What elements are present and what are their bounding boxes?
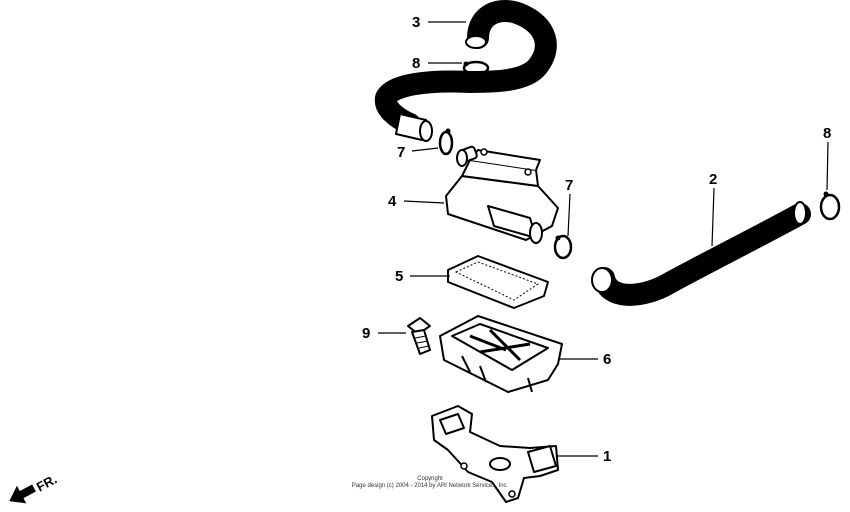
housing-part-4: [445, 145, 559, 244]
clamp-part-8a: [462, 60, 490, 76]
clamp-part-7b: [553, 234, 573, 260]
callout-part-9: 9: [362, 325, 370, 342]
bracket-part-1: [431, 405, 559, 503]
copyright-line-2: Page design (c) 2004 - 2014 by ARI Netwo…: [351, 483, 509, 489]
front-direction-marker: FR.: [9, 471, 60, 504]
callout-part-4: 4: [388, 193, 397, 210]
filter-part-5: [447, 255, 549, 309]
front-arrow-icon: [9, 484, 36, 504]
callout-part-7a: 7: [397, 144, 405, 161]
callout-part-8a: 8: [412, 55, 420, 72]
callout-part-8b: 8: [823, 125, 831, 142]
leader-lines: [378, 21, 829, 457]
hose-part-2: [591, 201, 811, 306]
clamp-part-7a: [438, 128, 454, 156]
clamp-part-8b: [819, 191, 841, 221]
callout-part-1: 1: [603, 448, 611, 465]
bolt-part-9: [407, 317, 431, 355]
callout-part-6: 6: [603, 351, 611, 368]
front-label: FR.: [34, 471, 60, 494]
callout-part-3: 3: [412, 14, 420, 31]
callout-part-2: 2: [709, 171, 717, 188]
callout-part-5: 5: [395, 268, 403, 285]
copyright-notice: Copyright Page design (c) 2004 - 2014 by…: [300, 476, 560, 490]
callout-part-7b: 7: [565, 177, 573, 194]
hose-part-3: [374, 0, 557, 142]
copyright-line-1: Copyright: [417, 476, 443, 482]
filter-case-part-6: [439, 315, 563, 393]
